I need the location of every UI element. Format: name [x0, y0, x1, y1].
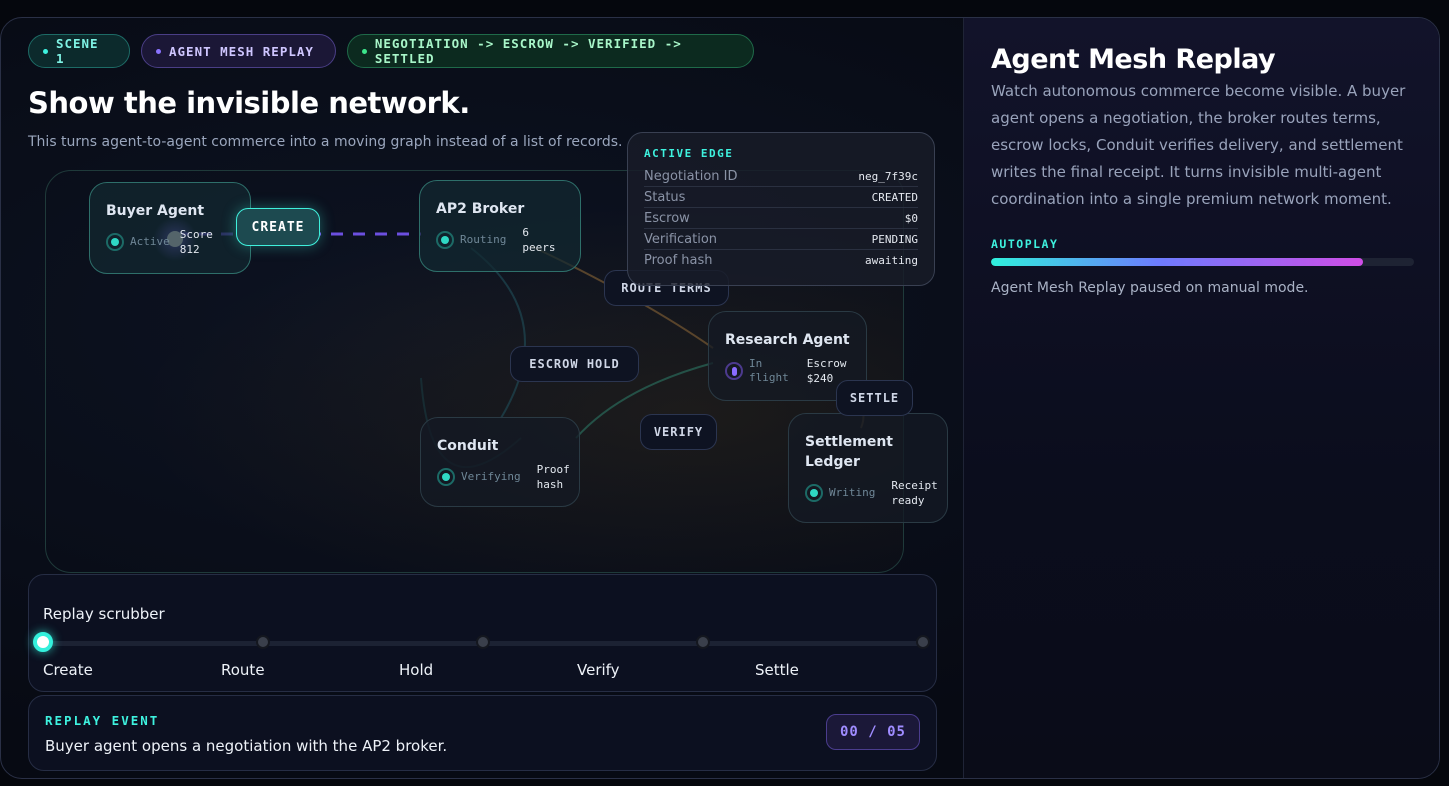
active-edge-row: Escrow $0 — [644, 208, 918, 229]
node-title: Research Agent — [725, 332, 850, 348]
scene-chip: SCENE 1 — [28, 34, 130, 68]
active-edge-kicker: ACTIVE EDGE — [644, 147, 734, 160]
node-status: Routing — [460, 233, 507, 246]
node-title: AP2 Broker — [436, 201, 525, 217]
replay-event-text: Buyer agent opens a negotiation with the… — [45, 737, 448, 755]
active-edge-row: Status CREATED — [644, 187, 918, 208]
side-panel: Agent Mesh Replay Watch autonomous comme… — [963, 18, 1439, 778]
row-key: Escrow — [644, 210, 690, 226]
node-buyer-agent[interactable]: Buyer Agent Active Score 812 — [89, 182, 251, 274]
active-edge-card: ACTIVE EDGE Negotiation ID neg_7f39c Sta… — [627, 132, 935, 286]
active-edge-row: Negotiation ID neg_7f39c — [644, 166, 918, 187]
row-value: $0 — [904, 211, 918, 225]
main-panel: SCENE 1 AGENT MESH REPLAY NEGOTIATION ->… — [1, 18, 963, 778]
side-description: Watch autonomous commerce become visible… — [991, 82, 1406, 208]
row-key: Verification — [644, 231, 718, 247]
side-title: Agent Mesh Replay — [991, 44, 1276, 75]
scrubber-tick[interactable] — [476, 635, 490, 649]
scrubber-tick[interactable] — [696, 635, 710, 649]
row-value: CREATED — [871, 190, 918, 204]
status-dot-icon — [805, 484, 823, 502]
autoplay-note: Agent Mesh Replay paused on manual mode. — [991, 280, 1309, 296]
node-value: 6 peers — [522, 226, 556, 254]
scene-chip-label: SCENE 1 — [55, 36, 99, 66]
replay-scrubber: Replay scrubber Create Route Hold Verify… — [28, 574, 937, 692]
node-settlement-ledger[interactable]: Settlement Ledger Writing Receipt ready — [788, 413, 948, 523]
edge-label-create[interactable]: CREATE — [236, 208, 320, 246]
scrubber-tick[interactable] — [916, 635, 930, 649]
scrubber-step-route[interactable]: Route — [221, 661, 265, 679]
page-subtitle: This turns agent-to-agent commerce into … — [28, 134, 623, 150]
active-edge-row: Proof hash awaiting — [644, 250, 918, 270]
status-dot-icon — [106, 233, 124, 251]
replay-event-counter: 00 / 05 — [826, 714, 920, 750]
active-edge-row: Verification PENDING — [644, 229, 918, 250]
node-conduit[interactable]: Conduit Verifying Proof hash — [420, 417, 580, 507]
flow-chip: NEGOTIATION -> ESCROW -> VERIFIED -> SET… — [347, 34, 754, 68]
row-key: Negotiation ID — [644, 168, 738, 184]
node-value: Score 812 — [179, 228, 213, 256]
row-value: PENDING — [871, 232, 918, 246]
node-title: Buyer Agent — [106, 203, 205, 219]
scrubber-step-settle[interactable]: Settle — [755, 661, 799, 679]
autoplay-progress-bar[interactable] — [991, 258, 1414, 266]
node-value: Escrow $240 — [806, 357, 847, 385]
replay-event-kicker: REPLAY EVENT — [45, 713, 160, 728]
edge-label-settle[interactable]: SETTLE — [836, 380, 913, 416]
node-value: Receipt ready — [891, 479, 938, 507]
status-dot-icon — [436, 231, 454, 249]
row-value: neg_7f39c — [858, 169, 918, 183]
row-key: Status — [644, 189, 686, 205]
node-status: In flight — [749, 357, 789, 384]
node-status: Active — [130, 235, 170, 248]
status-dot-icon — [725, 362, 743, 380]
flow-dot-icon — [362, 48, 367, 54]
node-status: Verifying — [461, 470, 521, 483]
status-dot-icon — [437, 468, 455, 486]
row-value: awaiting — [865, 253, 918, 267]
scene-dot-icon — [43, 48, 48, 54]
autoplay-label: AUTOPLAY — [991, 237, 1059, 251]
node-status: Writing — [829, 486, 876, 499]
scrubber-label: Replay scrubber — [43, 605, 165, 623]
node-value: Proof hash — [536, 463, 570, 491]
page-title: Show the invisible network. — [28, 86, 470, 120]
scrubber-step-create[interactable]: Create — [43, 661, 93, 679]
autoplay-progress-fill — [991, 258, 1364, 266]
edge-label-escrow-hold[interactable]: ESCROW HOLD — [510, 346, 639, 382]
row-key: Proof hash — [644, 252, 713, 268]
replay-dot-icon — [156, 48, 161, 54]
scrubber-tick[interactable] — [256, 635, 270, 649]
edge-label-verify[interactable]: VERIFY — [640, 414, 717, 450]
scrubber-step-verify[interactable]: Verify — [577, 661, 620, 679]
scrubber-step-hold[interactable]: Hold — [399, 661, 434, 679]
scrubber-handle[interactable] — [33, 632, 53, 652]
replay-chip-label: AGENT MESH REPLAY — [169, 43, 314, 59]
node-title: Settlement Ledger — [805, 434, 893, 470]
flow-chip-label: NEGOTIATION -> ESCROW -> VERIFIED -> SET… — [374, 36, 682, 66]
node-ap2-broker[interactable]: AP2 Broker Routing 6 peers — [419, 180, 581, 272]
replay-event-panel: REPLAY EVENT Buyer agent opens a negotia… — [28, 695, 937, 771]
node-title: Conduit — [437, 438, 499, 454]
replay-chip: AGENT MESH REPLAY — [141, 34, 336, 68]
app-window: SCENE 1 AGENT MESH REPLAY NEGOTIATION ->… — [0, 17, 1440, 779]
